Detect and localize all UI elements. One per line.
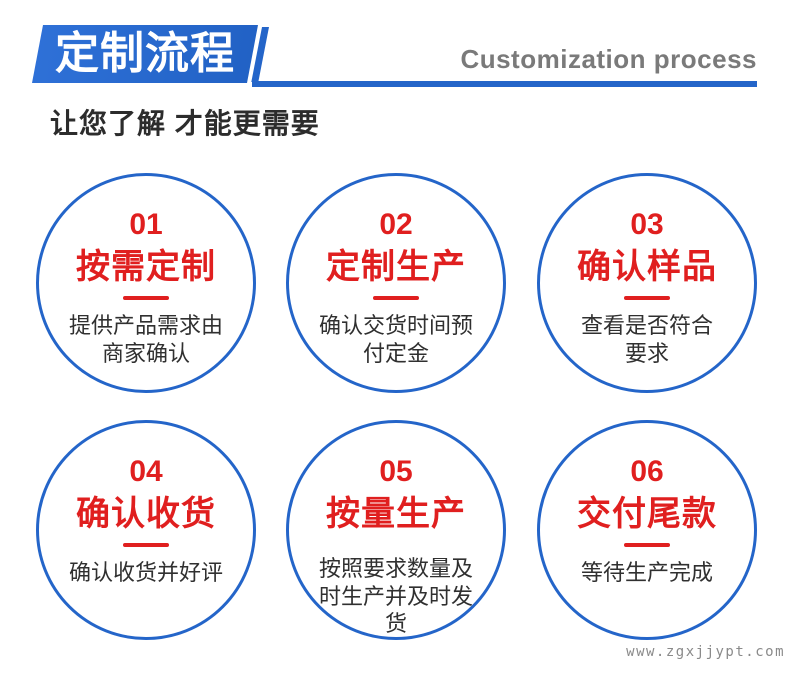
step-description: 确认收货并好评 — [68, 560, 223, 585]
step-number: 05 — [379, 455, 413, 488]
step-title: 确认样品 — [577, 248, 717, 286]
step-description: 按照要求数量及 时生产并及时发 货 — [318, 556, 473, 636]
step-title: 定制生产 — [326, 248, 466, 286]
step-title: 按需定制 — [76, 248, 216, 286]
step-number: 06 — [630, 455, 664, 488]
step-title: 交付尾款 — [577, 495, 717, 533]
step-circle-1: 01 按需定制 提供产品需求由 商家确认 — [36, 173, 256, 393]
step-divider — [123, 543, 169, 547]
banner-ribbon: 定制流程 — [32, 25, 258, 83]
step-divider — [373, 296, 419, 300]
banner-title: 定制流程 — [55, 29, 235, 78]
step-title: 确认收货 — [76, 495, 216, 533]
step-number: 04 — [129, 455, 163, 488]
subtitle-english: Customization process — [460, 44, 757, 74]
step-circle-4: 04 确认收货 确认收货并好评 — [36, 420, 256, 640]
step-circle-5: 05 按量生产 按照要求数量及 时生产并及时发 货 — [286, 420, 506, 640]
step-title: 按量生产 — [326, 495, 466, 533]
step-circle-6: 06 交付尾款 等待生产完成 — [537, 420, 757, 640]
step-description: 等待生产完成 — [580, 560, 713, 585]
step-number: 01 — [129, 208, 163, 241]
header-underline — [252, 81, 757, 87]
step-number: 03 — [630, 208, 664, 241]
step-divider — [624, 296, 670, 300]
step-divider — [624, 543, 670, 547]
step-number: 02 — [379, 208, 413, 241]
watermark-url: www.zgxjjypt.com — [626, 644, 785, 660]
step-description: 确认交货时间预 付定金 — [318, 313, 473, 366]
step-circle-2: 02 定制生产 确认交货时间预 付定金 — [286, 173, 506, 393]
step-description: 提供产品需求由 商家确认 — [68, 313, 223, 366]
step-divider — [123, 296, 169, 300]
tagline: 让您了解 才能更需要 — [50, 108, 320, 139]
step-description: 查看是否符合 要求 — [580, 313, 713, 366]
step-circle-3: 03 确认样品 查看是否符合 要求 — [537, 173, 757, 393]
